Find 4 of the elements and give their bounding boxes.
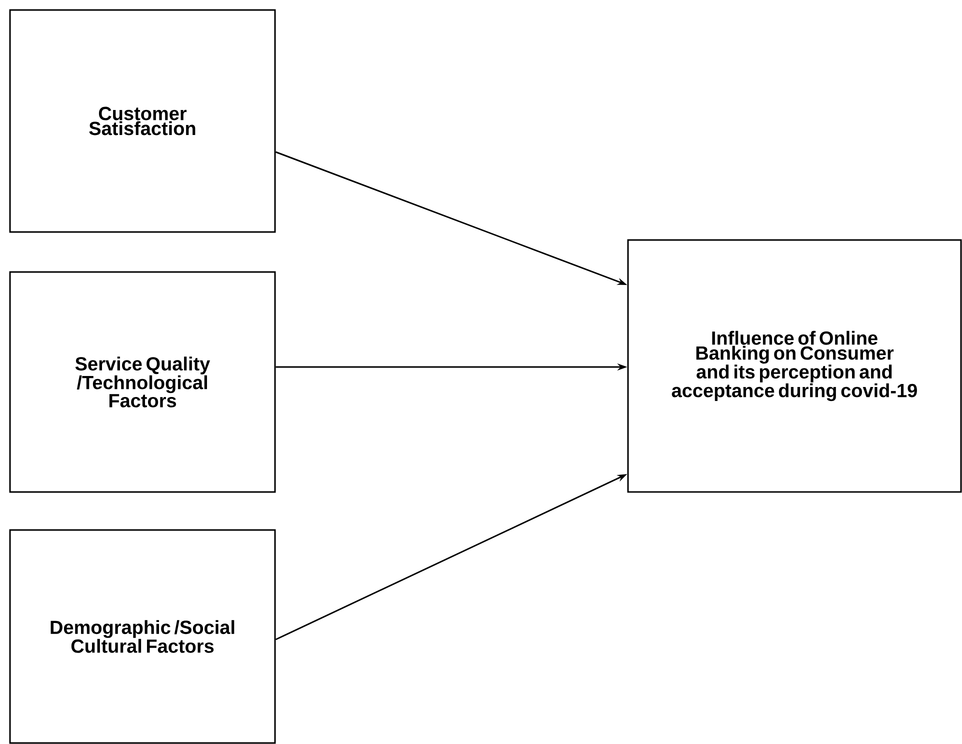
text-box: Demographic /Social Cultural Factors (9, 529, 276, 744)
text-box: Service Quality /Technological Factors (9, 271, 276, 493)
text-box: Customer Satisfaction (9, 9, 276, 233)
text-box: Influence of Online Banking on Consumer and its perception and acceptance during covid-19 (627, 239, 962, 493)
